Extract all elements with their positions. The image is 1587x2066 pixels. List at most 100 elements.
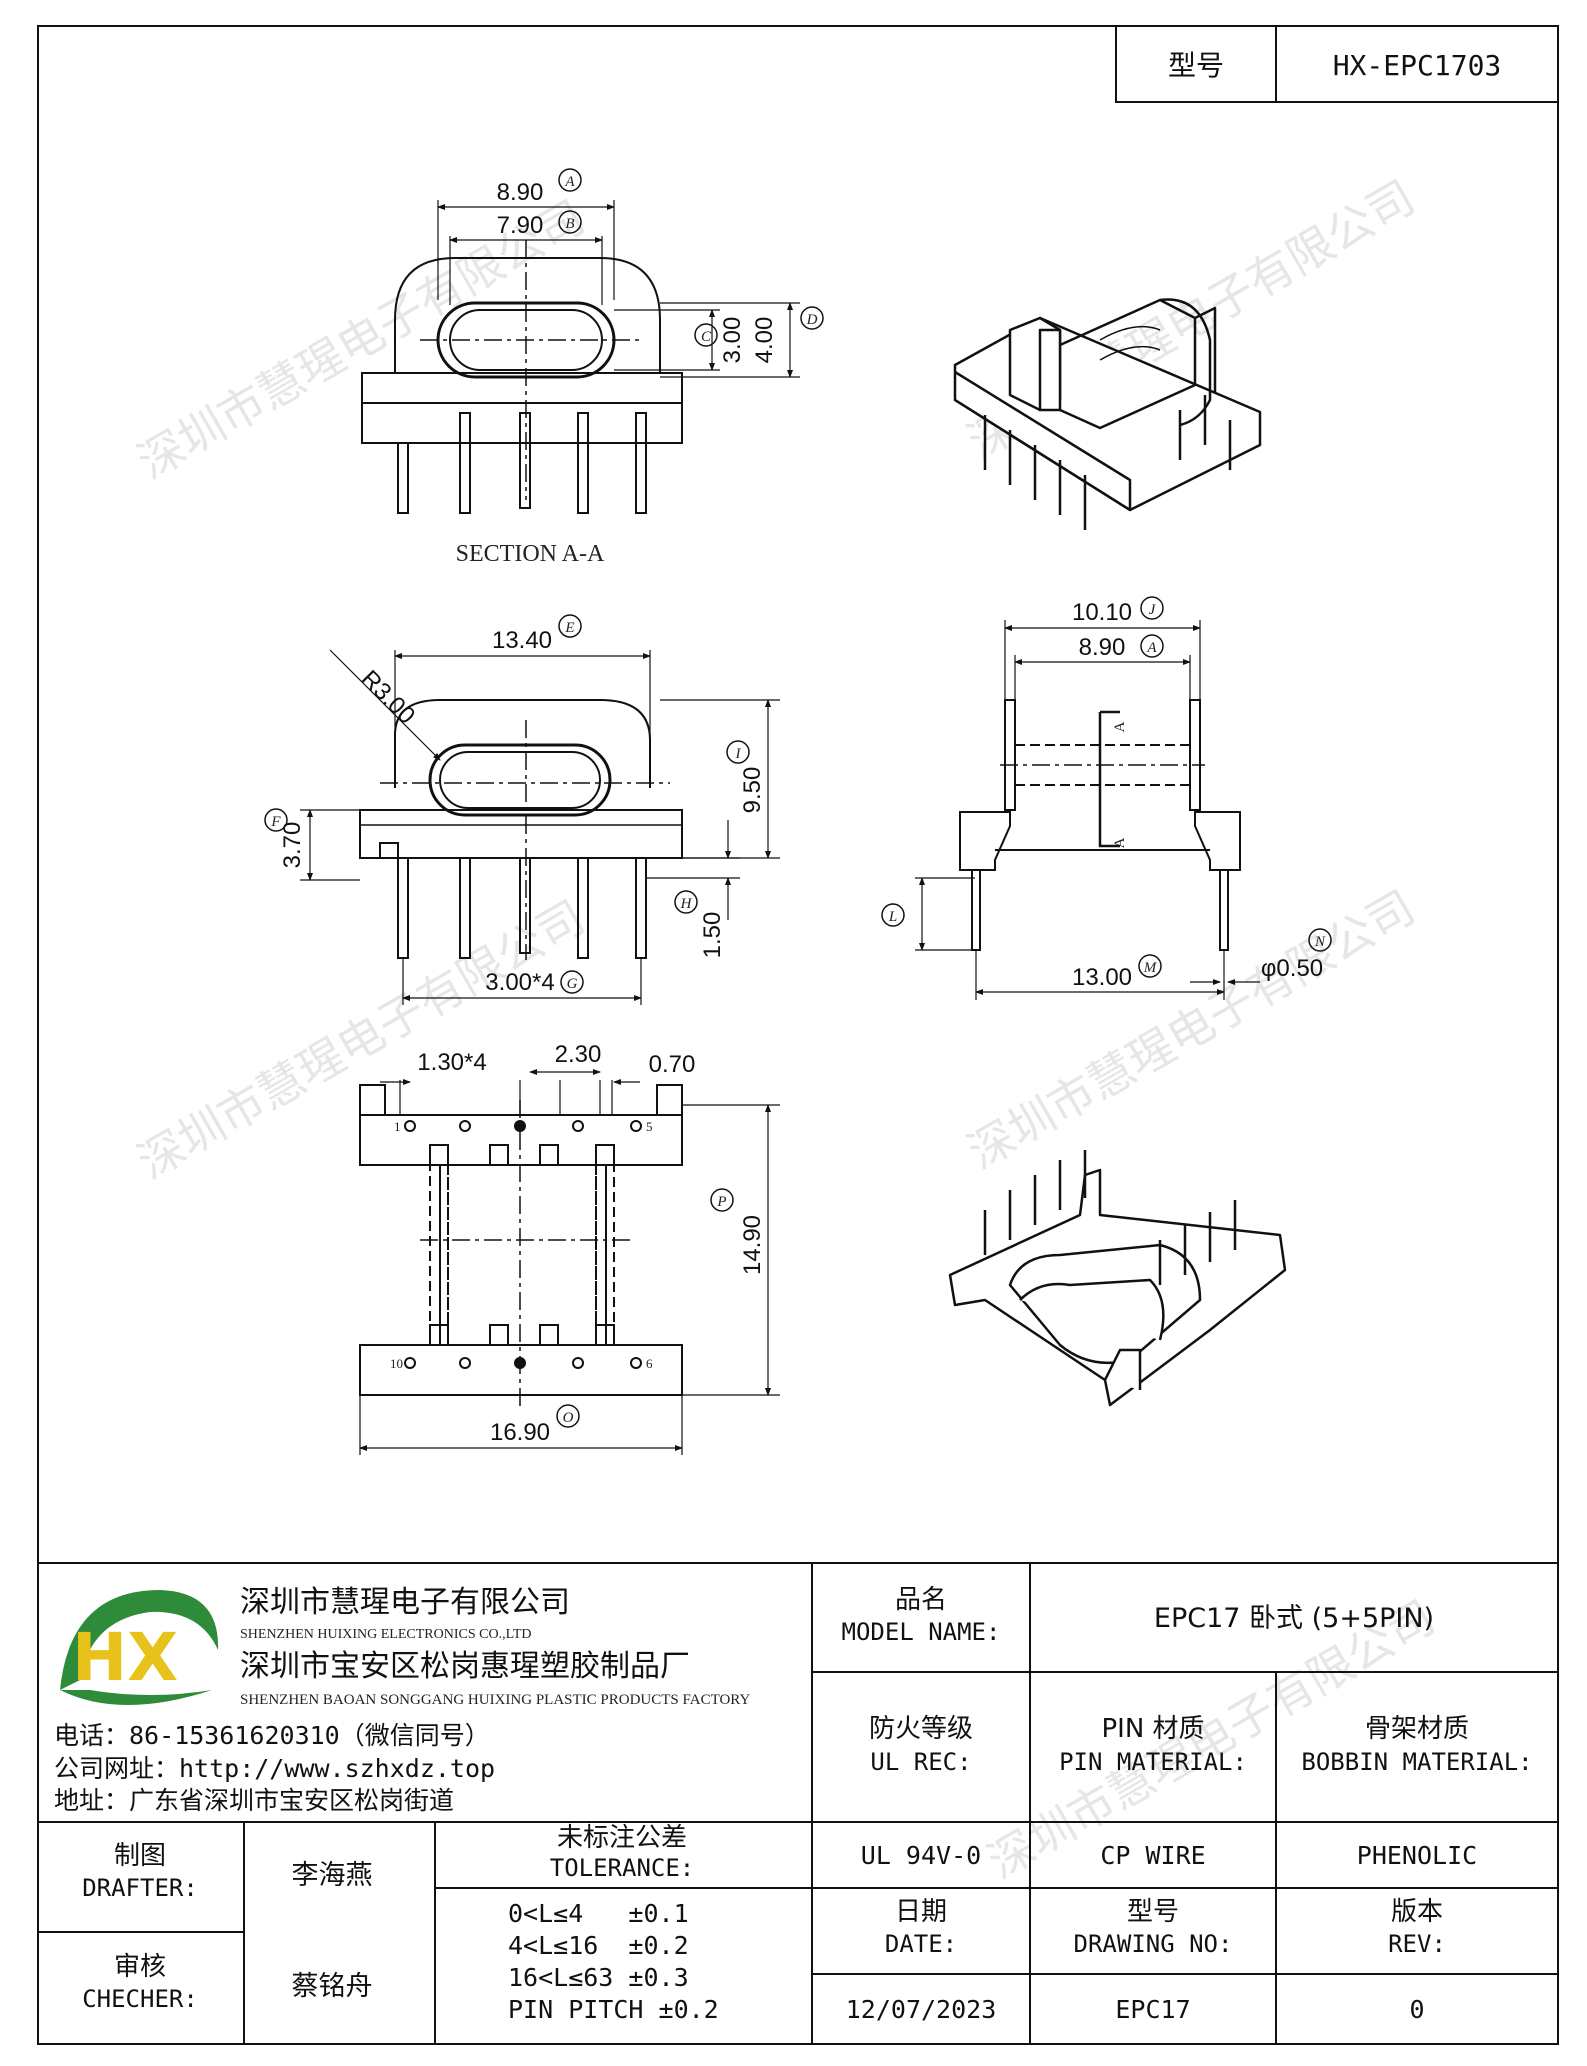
company-website: 公司网址：http://www.szhxdz.top — [54, 1754, 495, 1783]
pin-10-label: 10 — [390, 1356, 403, 1371]
rev-en: REV: — [1388, 1930, 1446, 1958]
checker-value: 蔡铭舟 — [292, 1971, 373, 2002]
dim-e-tag: E — [564, 620, 574, 636]
drafter-en: DRAFTER: — [82, 1874, 198, 1902]
checker-cn: 审核 — [114, 1952, 166, 1982]
model-box: 型号 HX-EPC1703 — [1115, 25, 1559, 103]
model-name-cn: 品名 — [895, 1585, 947, 1615]
drawing-no-en: DRAWING NO: — [1074, 1930, 1233, 1958]
tolerance-line-2: 4<L≤16 ±0.2 — [508, 1931, 689, 1960]
dim-b-tag: B — [565, 216, 574, 232]
company-name-2-cn: 深圳市宝安区松岗惠瑆塑胶制品厂 — [240, 1649, 690, 1684]
dim-070-value: 0.70 — [649, 1051, 696, 1078]
rev-value: 0 — [1409, 1995, 1424, 2024]
bottom-view-labels: 1.30*4 2.30 0.70 14.90 P 16.90 O 1 5 10 … — [390, 1041, 766, 1446]
dim-g-value: 3.00*4 — [485, 969, 554, 996]
dim-e-value: 13.40 — [492, 627, 552, 654]
dim-a-tag: A — [564, 174, 575, 190]
pin-5-label: 5 — [646, 1119, 653, 1134]
dim-h-tag: H — [680, 896, 693, 912]
date-en: DATE: — [885, 1930, 957, 1958]
dim-c-tag: C — [701, 329, 712, 345]
dim-a2-tag: A — [1146, 640, 1157, 656]
isometric-view-top — [953, 298, 1262, 530]
company-address: 地址：广东省深圳市宝安区松岗街道 — [54, 1786, 454, 1815]
dim-h-value: 1.50 — [699, 912, 726, 959]
pin-material-en: PIN MATERIAL: — [1059, 1748, 1247, 1776]
tolerance-en: TOLERANCE: — [550, 1854, 695, 1882]
dim-f-value: 3.70 — [279, 822, 306, 869]
drafter-cn: 制图 — [114, 1841, 166, 1871]
model-label: 型号 — [1168, 49, 1224, 82]
dim-f-tag: F — [270, 814, 281, 830]
isometric-view-bottom — [948, 1150, 1287, 1407]
sheet-border — [37, 25, 1559, 2045]
drawing-no-cn: 型号 — [1127, 1897, 1179, 1927]
dim-i-tag: I — [735, 746, 742, 762]
company-info: 深圳市慧瑆电子有限公司 SHENZHEN HUIXING ELECTRONICS… — [54, 1585, 750, 1815]
dim-n-value: φ0.50 — [1261, 955, 1323, 982]
dim-c-value: 3.00 — [719, 317, 746, 364]
ul-value: UL 94V-0 — [861, 1841, 981, 1870]
dim-a-value: 8.90 — [497, 179, 544, 206]
model-name-value: EPC17 卧式 (5+5PIN) — [1154, 1603, 1434, 1634]
model-value: HX-EPC1703 — [1333, 49, 1502, 82]
dim-j-tag: J — [1149, 602, 1157, 618]
company-name-1-cn: 深圳市慧瑆电子有限公司 — [240, 1585, 570, 1620]
dim-n-tag: N — [1314, 934, 1326, 950]
company-phone: 电话：86-15361620310（微信同号） — [54, 1721, 490, 1750]
dim-230-value: 2.30 — [555, 1041, 602, 1068]
section-mark-top: A — [1112, 721, 1128, 732]
rev-cn: 版本 — [1391, 1897, 1443, 1927]
section-caption: SECTION A-A — [456, 541, 605, 567]
dim-o-tag: O — [563, 1410, 574, 1426]
tolerance-line-1: 0<L≤4 ±0.1 — [508, 1899, 689, 1928]
bobbin-material-value: PHENOLIC — [1357, 1841, 1477, 1870]
bottom-view — [359, 1069, 780, 1455]
date-cn: 日期 — [895, 1897, 947, 1927]
bobbin-material-cn: 骨架材质 — [1365, 1714, 1469, 1744]
tolerance-line-3: 16<L≤63 ±0.3 — [508, 1963, 689, 1992]
front-view-labels: R3.00 13.40 E 3.70 F 3.00*4 G 1.50 H 9.5… — [264, 614, 766, 996]
front-view — [300, 649, 780, 1005]
dim-g-tag: G — [567, 976, 578, 992]
company-logo: HX — [60, 1590, 219, 1705]
ul-cn: 防火等级 — [869, 1714, 973, 1744]
watermark-3: 深圳市慧瑆电子有限公司 — [129, 890, 594, 1190]
pin-material-cn: PIN 材质 — [1101, 1714, 1204, 1744]
drawing-no-value: EPC17 — [1115, 1995, 1190, 2024]
date-value: 12/07/2023 — [846, 1995, 997, 2024]
dim-j-value: 10.10 — [1072, 599, 1132, 626]
model-name-en: MODEL NAME: — [842, 1618, 1001, 1646]
tolerance-cn: 未标注公差 — [557, 1823, 687, 1853]
pin-material-value: CP WIRE — [1100, 1841, 1205, 1870]
title-block-grid — [38, 1562, 1558, 2044]
dim-a2-value: 8.90 — [1079, 634, 1126, 661]
dim-d-tag: D — [806, 312, 818, 328]
dim-p-value: 14.90 — [739, 1215, 766, 1275]
dim-radius: R3.00 — [356, 665, 420, 729]
dim-m-tag: M — [1143, 960, 1158, 976]
watermark-4: 深圳市慧瑆电子有限公司 — [959, 880, 1424, 1180]
company-name-2-en: SHENZHEN BAOAN SONGGANG HUIXING PLASTIC … — [240, 1692, 750, 1708]
dim-l-tag: L — [888, 909, 897, 925]
section-mark-bottom: A — [1112, 837, 1128, 848]
logo-text: HX — [72, 1619, 178, 1696]
side-view-labels: 10.10 J 8.90 A 13.00 M φ0.50 N L A A — [881, 596, 1332, 991]
dim-p-tag: P — [716, 1194, 726, 1210]
dim-i-value: 9.50 — [739, 767, 766, 814]
pin-6-label: 6 — [646, 1356, 653, 1371]
title-block-text: 品名 MODEL NAME: EPC17 卧式 (5+5PIN) 防火等级 UL… — [82, 1585, 1532, 2024]
section-view — [361, 200, 800, 514]
dim-m-value: 13.00 — [1072, 964, 1132, 991]
section-view-labels: 8.90 A 7.90 B 3.00 C 4.00 D SECTION A-A — [456, 168, 824, 567]
company-name-1-en: SHENZHEN HUIXING ELECTRONICS CO.,LTD — [240, 1627, 532, 1642]
side-view — [915, 620, 1260, 1000]
checker-en: CHECHER: — [82, 1985, 198, 2013]
bobbin-material-en: BOBBIN MATERIAL: — [1301, 1748, 1532, 1776]
dim-b-value: 7.90 — [497, 212, 544, 239]
tolerance-line-4: PIN PITCH ±0.2 — [508, 1995, 719, 2024]
dim-o-value: 16.90 — [490, 1419, 550, 1446]
ul-en: UL REC: — [870, 1748, 971, 1776]
